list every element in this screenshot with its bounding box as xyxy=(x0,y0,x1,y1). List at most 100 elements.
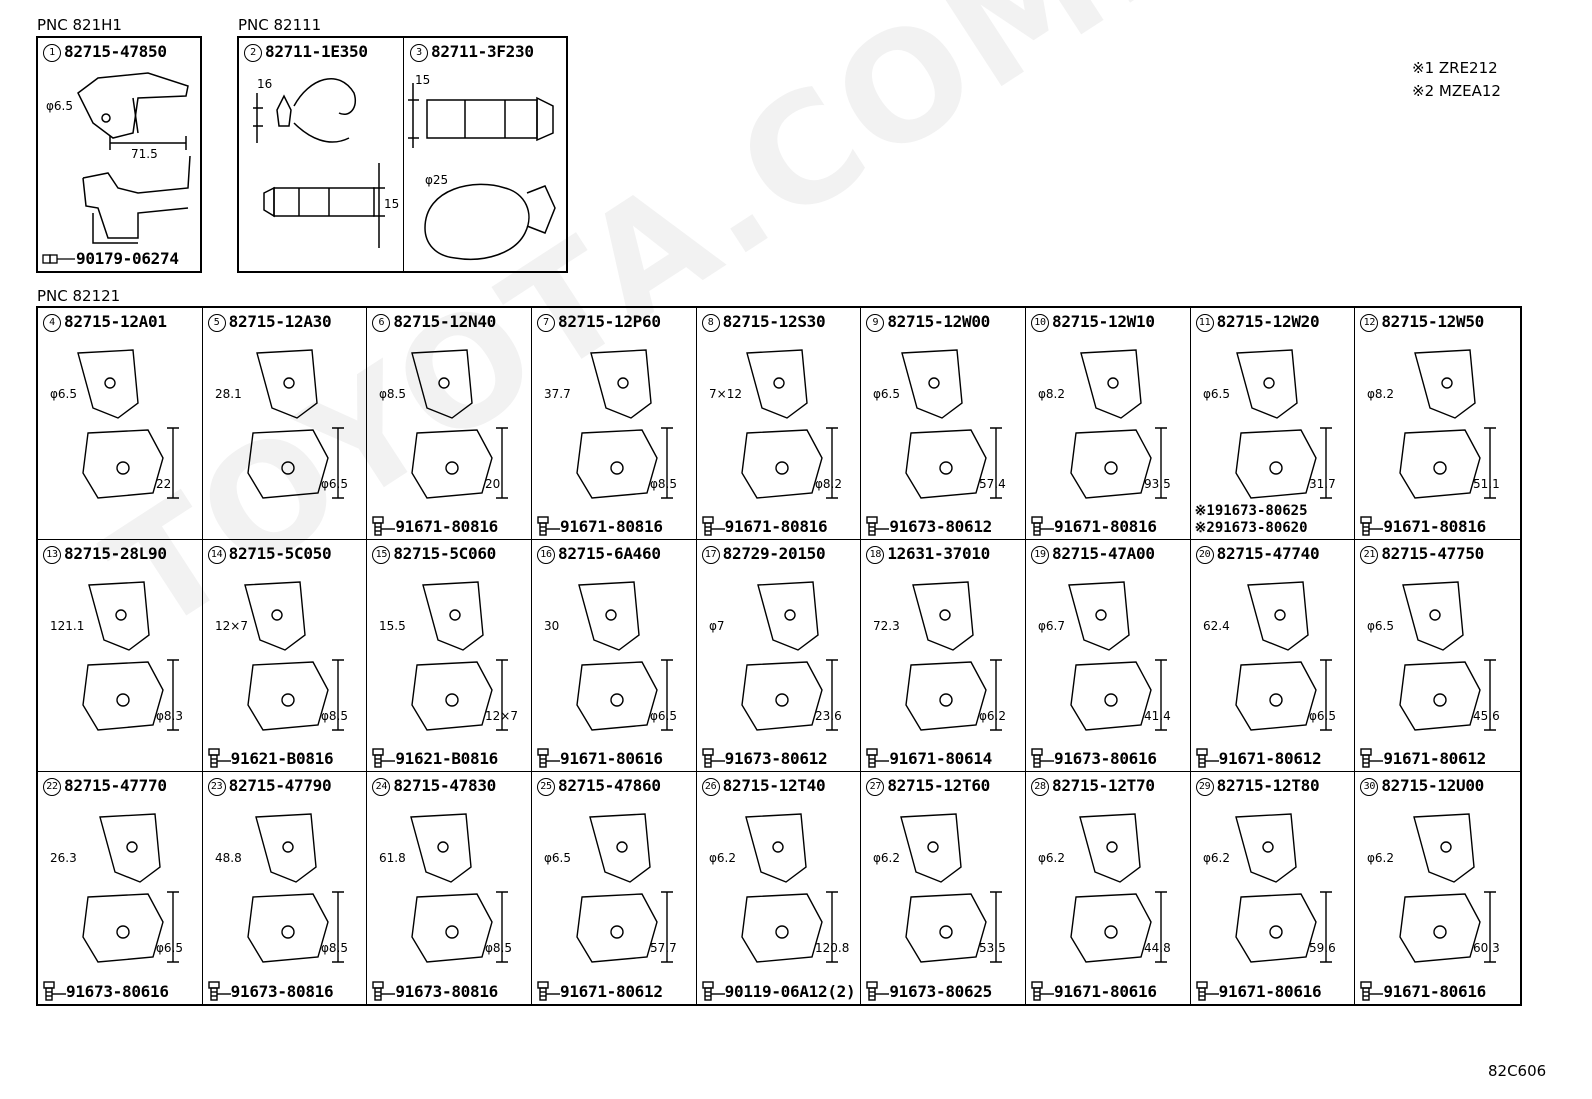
callout-number: 20 xyxy=(1195,546,1214,564)
part-number: 82715-12W20 xyxy=(1216,312,1320,331)
dim-label: 41.4 xyxy=(1144,709,1171,723)
bolt-part-number: 90119-06A12(2) xyxy=(724,981,856,1001)
callout-number: 27 xyxy=(866,778,885,796)
bolt-part-number: 91671-80614 xyxy=(889,748,992,768)
clip-drawing: 16 15 xyxy=(253,77,399,248)
dim-label: 121.1 xyxy=(50,619,84,633)
part-number: 82715-47750 xyxy=(1381,544,1484,563)
callout-number: 1 xyxy=(43,44,61,62)
dim-label: 45.6 xyxy=(1473,709,1500,723)
callout-number: 28 xyxy=(1031,778,1049,796)
part-number: 82715-12T60 xyxy=(887,776,990,795)
dim-label: 23.6 xyxy=(815,709,842,723)
callout-number: 4 xyxy=(43,314,61,332)
callout-number: 9 xyxy=(866,314,885,332)
bolt-row: 90119-06A12(2) xyxy=(701,981,856,1001)
bracket-drawing: φ6.741.4 xyxy=(1038,581,1171,731)
bolt-icon xyxy=(866,748,890,768)
callout-number: 8 xyxy=(701,314,720,332)
dim-label: φ6.5 xyxy=(873,387,900,401)
dim-label: φ6.5 xyxy=(50,387,77,401)
callout-number: 11 xyxy=(1195,314,1214,332)
bolt-row: 91671-80614 xyxy=(865,748,992,768)
part-number: 82715-47A00 xyxy=(1052,544,1155,563)
bolt-part-number: 91671-80616 xyxy=(560,748,663,768)
bracket-drawing: 48.8φ8.5 xyxy=(215,813,348,963)
callout-number: 14 xyxy=(207,546,226,564)
dim-label: φ8.5 xyxy=(379,387,406,401)
dim-label: 59.6 xyxy=(1309,941,1336,955)
bracket-drawing: φ8.251.1 xyxy=(1367,349,1500,499)
bolt-row: 91671-80816 xyxy=(536,516,663,536)
dim-label: φ6.5 xyxy=(156,941,183,955)
bracket-drawing: 62.4φ6.5 xyxy=(1203,581,1336,731)
dim-label: φ8.5 xyxy=(321,941,348,955)
dim-label: 53.5 xyxy=(979,941,1006,955)
bracket-drawing: 37.7φ8.5 xyxy=(544,349,677,499)
dim-label: 30 xyxy=(544,619,559,633)
callout-number: 22 xyxy=(43,778,61,796)
callout-number: 6 xyxy=(372,314,391,332)
bracket-drawing: 26.3φ6.5 xyxy=(50,813,183,963)
part-number: 82715-47830 xyxy=(393,776,496,795)
bolt-icon xyxy=(1031,981,1054,1001)
callout-number: 5 xyxy=(207,314,226,332)
part-number: 82715-12A30 xyxy=(228,312,332,331)
bracket-drawing: 72.3φ6.2 xyxy=(873,581,1006,731)
bracket-drawing: φ6.259.6 xyxy=(1203,813,1336,963)
dim-label: 16 xyxy=(257,77,272,91)
bolt-part-number: 91671-80816 xyxy=(724,516,828,536)
callout-number: 21 xyxy=(1360,546,1379,564)
dim-label: 15 xyxy=(415,73,430,87)
bolt-part-number: 91621-B0816 xyxy=(395,748,498,768)
bolt-part-number: 91671-80816 xyxy=(395,516,498,536)
bolt-icon xyxy=(1360,981,1384,1001)
bolt-row: 91671-80612 xyxy=(1359,748,1486,768)
part-number: 82715-6A460 xyxy=(558,544,661,563)
bolt-row: 91673-80612 xyxy=(865,516,992,536)
dim-label: φ8.5 xyxy=(485,941,512,955)
